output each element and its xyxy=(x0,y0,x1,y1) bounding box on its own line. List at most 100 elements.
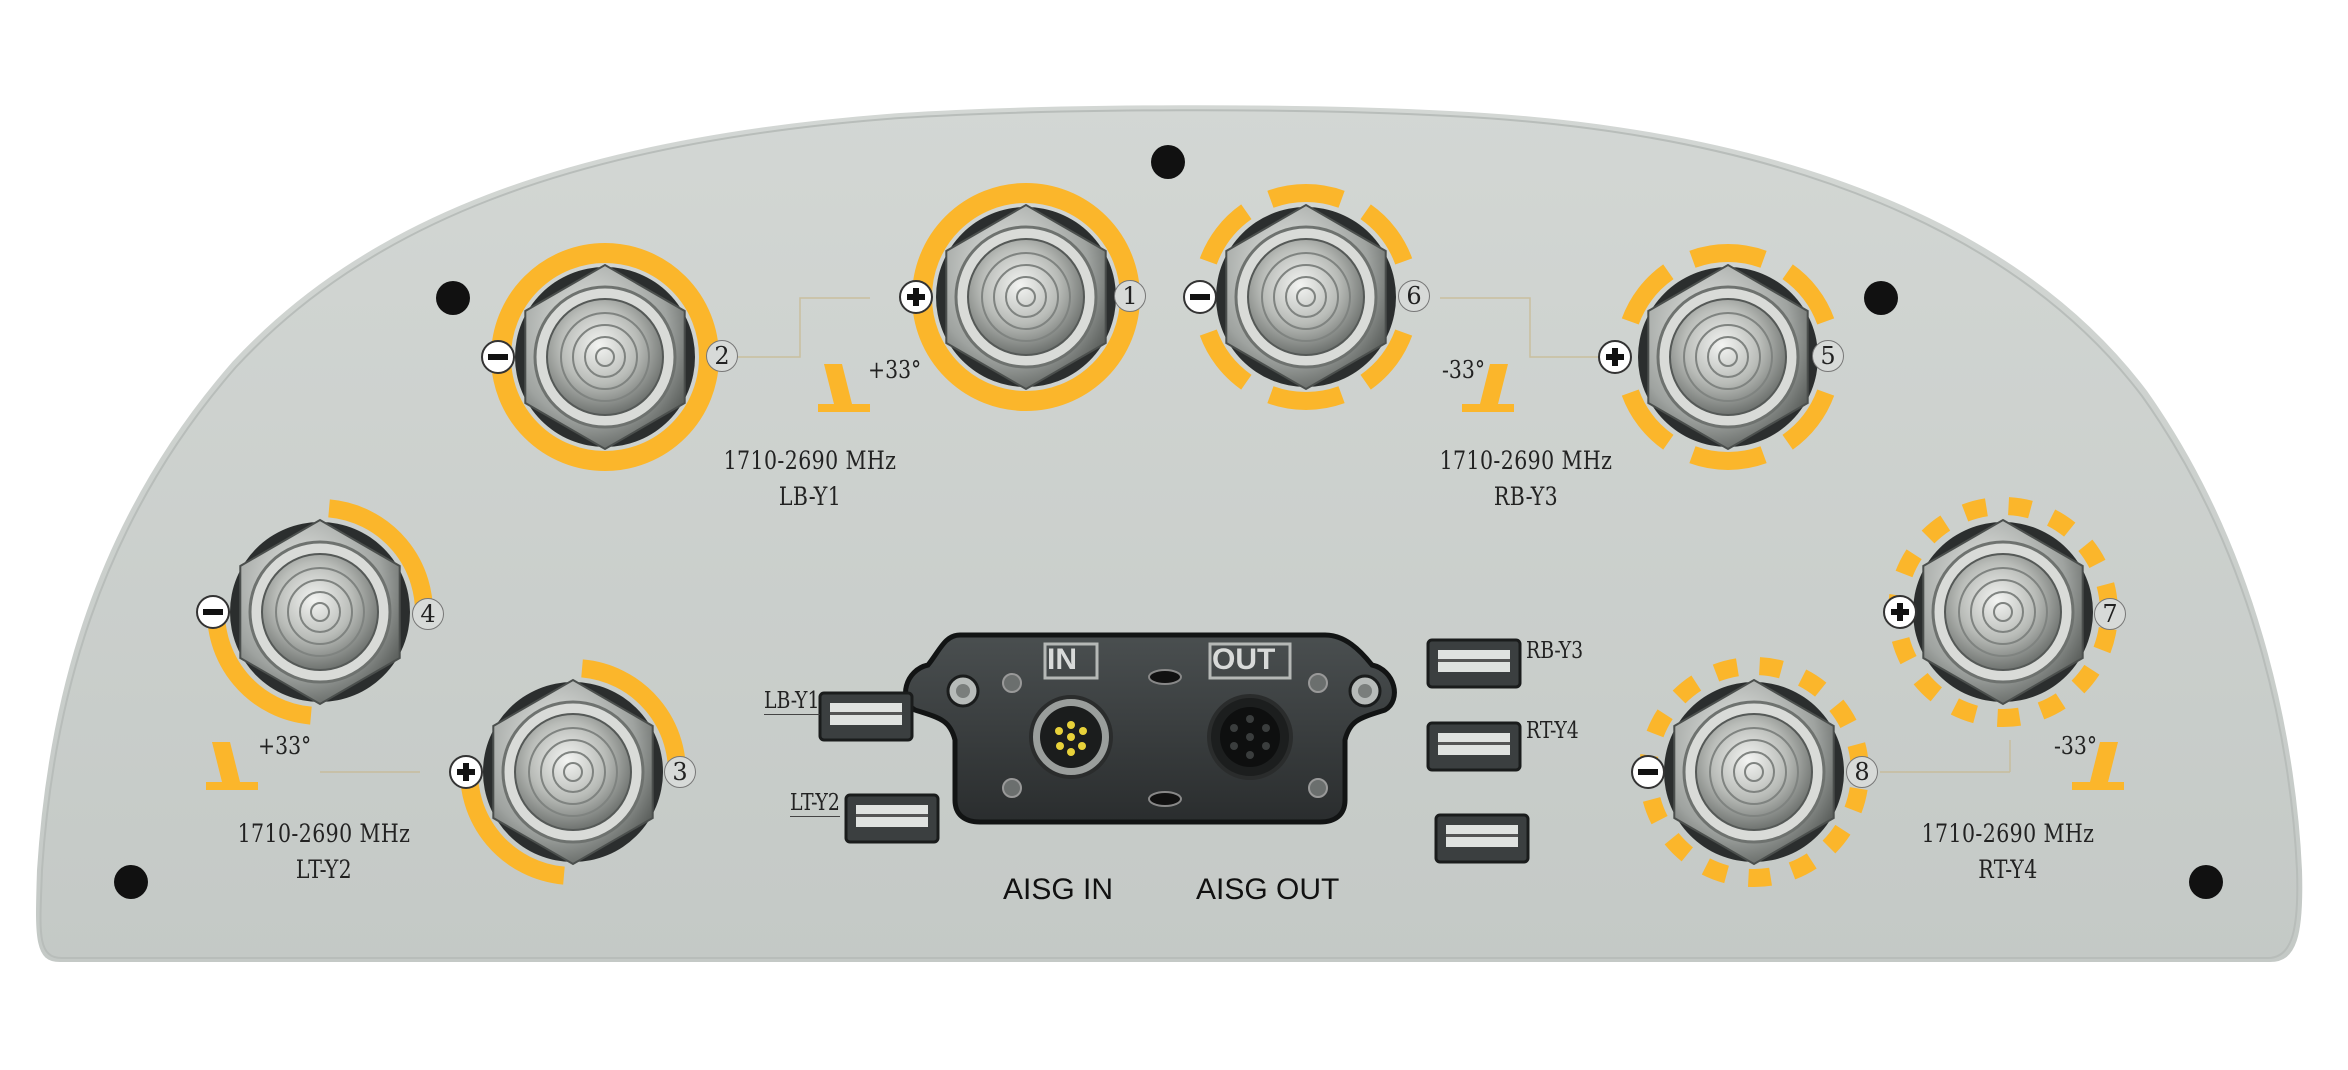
port-ring-segment xyxy=(1199,329,1252,390)
ports-layer xyxy=(196,183,2118,887)
port-ring-segment xyxy=(1758,657,1784,679)
rf-port-6[interactable] xyxy=(1183,184,1413,410)
port-ring-segment xyxy=(1267,386,1345,410)
port-cap-groove xyxy=(572,324,638,390)
rf-port-8[interactable] xyxy=(1631,657,1869,887)
band-name: LB-Y1 xyxy=(778,482,842,511)
plus-icon xyxy=(457,763,475,781)
port-ring-segment xyxy=(1788,853,1817,880)
port-cap xyxy=(261,553,379,671)
rcu-slot-spare[interactable] xyxy=(1434,813,1530,864)
port-cap-groove xyxy=(595,347,615,367)
port-cap-groove xyxy=(584,336,626,378)
port-ring-segment xyxy=(1782,389,1835,450)
port-ring-segment xyxy=(1797,669,1827,697)
rf-port-5[interactable] xyxy=(1598,244,1835,470)
mounting-hole-icon xyxy=(114,865,148,899)
port-ring-segment xyxy=(1360,329,1413,390)
tilt-indicator-icon xyxy=(2072,742,2124,790)
rf-port-7[interactable] xyxy=(1883,497,2118,727)
port-number-5: 5 xyxy=(1812,340,1844,372)
tilt-angle-rt-y4: -33° xyxy=(2054,732,2098,760)
port-cap-groove xyxy=(560,312,650,402)
port-ring-segment xyxy=(1642,796,1668,825)
aisg-out-tag: OUT xyxy=(1212,643,1276,676)
port-cap-groove xyxy=(1721,739,1787,805)
port-cap-groove xyxy=(1683,312,1773,402)
port-cap-groove xyxy=(993,264,1059,330)
port-cap-groove xyxy=(1285,276,1327,318)
plus-icon xyxy=(1606,348,1624,366)
port-cap-groove xyxy=(299,591,341,633)
port-cap-groove xyxy=(287,579,353,645)
port-ring-segment xyxy=(1822,824,1851,854)
tilt-indicators xyxy=(206,364,2124,790)
mounting-hole-icon xyxy=(1864,281,1898,315)
port-cap-groove xyxy=(1273,264,1339,330)
plus-icon xyxy=(1891,603,1909,621)
port-cap-groove xyxy=(540,739,606,805)
port-ring-segment xyxy=(1621,389,1674,450)
port-cap xyxy=(1695,713,1813,831)
tilt-angle-rb-y3: -33° xyxy=(1442,356,1486,384)
port-number-1: 1 xyxy=(1114,280,1146,312)
port-cap-groove xyxy=(552,751,594,793)
port-cap-groove xyxy=(1993,602,2013,622)
port-ring-segment xyxy=(2093,626,2117,654)
rcu-slot-rb-y3[interactable] xyxy=(1426,638,1522,689)
port-ring-segment xyxy=(2078,539,2106,569)
port-ring-segment xyxy=(1961,498,1989,522)
port-number-7: 7 xyxy=(2094,598,2126,630)
port-cap-groove xyxy=(1970,579,2036,645)
band-freq: 1710-2690 MHz xyxy=(1439,446,1613,475)
port-cap xyxy=(514,713,632,831)
port-cap-groove xyxy=(981,252,1071,342)
port-ring-segment xyxy=(1891,636,1917,665)
port-cap xyxy=(1247,238,1365,356)
port-ring-segment xyxy=(1689,446,1767,470)
port-ring-segment xyxy=(1664,832,1694,862)
mounting-holes xyxy=(114,145,2223,899)
band-label-rt-y4: 1710-2690 MHz RT-Y4 xyxy=(1922,816,2095,888)
port-cap-groove xyxy=(528,727,618,817)
aisg-out-connector[interactable] xyxy=(1207,694,1293,780)
rcu-slot-rt-y4[interactable] xyxy=(1426,721,1522,772)
rf-port-1[interactable] xyxy=(899,183,1140,411)
mounting-hole-icon xyxy=(436,281,470,315)
port-cap xyxy=(546,298,664,416)
port-cap-groove xyxy=(563,762,583,782)
port-cap-groove xyxy=(1744,762,1764,782)
mounting-hole-icon xyxy=(2189,865,2223,899)
port-cap-groove xyxy=(1709,727,1799,817)
port-cap-groove xyxy=(1296,287,1316,307)
rcu-tag-lb-y1: LB-Y1 xyxy=(764,688,820,715)
port-ring-segment xyxy=(2007,497,2033,519)
rcu-tag-rb-y3: RB-Y3 xyxy=(1526,638,1584,664)
port-cap xyxy=(967,238,1085,356)
band-name: RB-Y3 xyxy=(1493,482,1559,511)
aisg-in-connector[interactable] xyxy=(1029,695,1113,779)
port-number-8: 8 xyxy=(1846,756,1878,788)
mounting-hole-icon xyxy=(1151,145,1185,179)
plus-icon xyxy=(907,288,925,306)
port-ring-segment xyxy=(1701,858,1730,884)
rf-port-4[interactable] xyxy=(196,499,433,725)
rcu-slot-lb-y1[interactable] xyxy=(818,691,914,742)
rcu-slots xyxy=(818,638,1530,864)
band-name: LT-Y2 xyxy=(295,855,353,884)
port-ring-segment xyxy=(2037,693,2066,720)
port-number-4: 4 xyxy=(412,598,444,630)
port-ring-segment xyxy=(1747,867,1772,887)
rcu-tag-rt-y4: RT-Y4 xyxy=(1526,718,1579,744)
rcu-slot-lt-y2[interactable] xyxy=(844,793,940,844)
port-ring-segment xyxy=(1950,698,1979,724)
port-cap xyxy=(1944,553,2062,671)
port-cap-groove xyxy=(1718,347,1738,367)
port-ring-segment xyxy=(1921,515,1951,544)
port-cap-groove xyxy=(1695,324,1761,390)
rf-port-2[interactable] xyxy=(481,243,719,471)
tilt-angle-lt-y2: +33° xyxy=(258,732,312,760)
tilt-indicator-icon xyxy=(818,364,870,412)
port-ring-segment xyxy=(1895,549,1922,578)
port-cap xyxy=(1669,298,1787,416)
